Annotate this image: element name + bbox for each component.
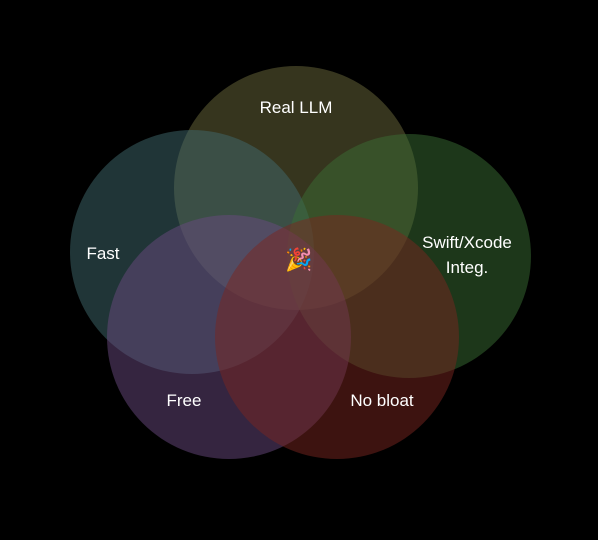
party-popper-icon: 🎉 xyxy=(285,247,312,273)
set-label-free: Free xyxy=(167,391,202,410)
set-label-swift-xcode-line2: Integ. xyxy=(446,258,489,277)
set-labels: Real LLM Fast Swift/Xcode Integ. Free No… xyxy=(86,98,511,410)
set-label-fast: Fast xyxy=(86,244,119,263)
set-label-real-llm: Real LLM xyxy=(260,98,333,117)
set-circle-no-bloat xyxy=(215,215,459,459)
set-label-no-bloat: No bloat xyxy=(350,391,414,410)
set-circles xyxy=(70,66,531,459)
set-label-swift-xcode-line1: Swift/Xcode xyxy=(422,233,512,252)
